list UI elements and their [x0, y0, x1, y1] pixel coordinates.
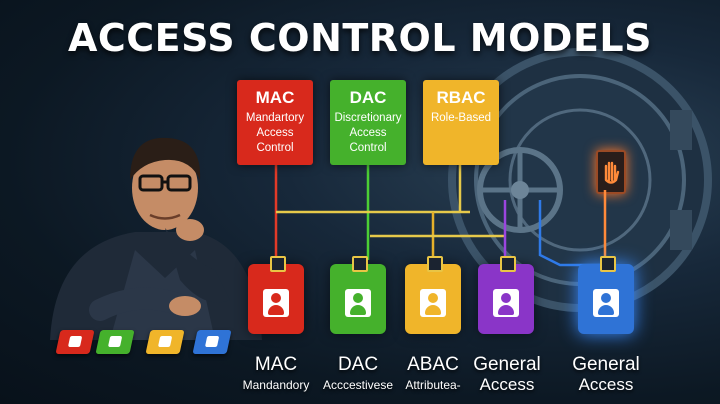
- desk-card: [55, 330, 95, 354]
- desk-card: [192, 330, 232, 354]
- id-badge-icon: [248, 256, 304, 334]
- model-abbr: DAC: [349, 88, 387, 107]
- model-abbr: RBAC: [436, 88, 486, 107]
- model-abbr: MAC: [255, 88, 295, 107]
- model-desc: Role-Based: [430, 112, 492, 124]
- id-badge-icon: [405, 256, 461, 334]
- desk-card: [95, 330, 135, 354]
- person-icon: [50, 137, 262, 340]
- vault-door-icon: [448, 48, 712, 312]
- page-title: ACCESS CONTROL MODELS: [67, 16, 653, 60]
- hand-scanner-icon: [596, 150, 626, 194]
- id-badge-icon: [330, 256, 386, 334]
- id-badge-icon: [578, 256, 634, 334]
- model-box-rbac: RBAC Role-Based: [423, 80, 499, 165]
- desk-card: [145, 330, 185, 354]
- id-badge-icon: [478, 256, 534, 334]
